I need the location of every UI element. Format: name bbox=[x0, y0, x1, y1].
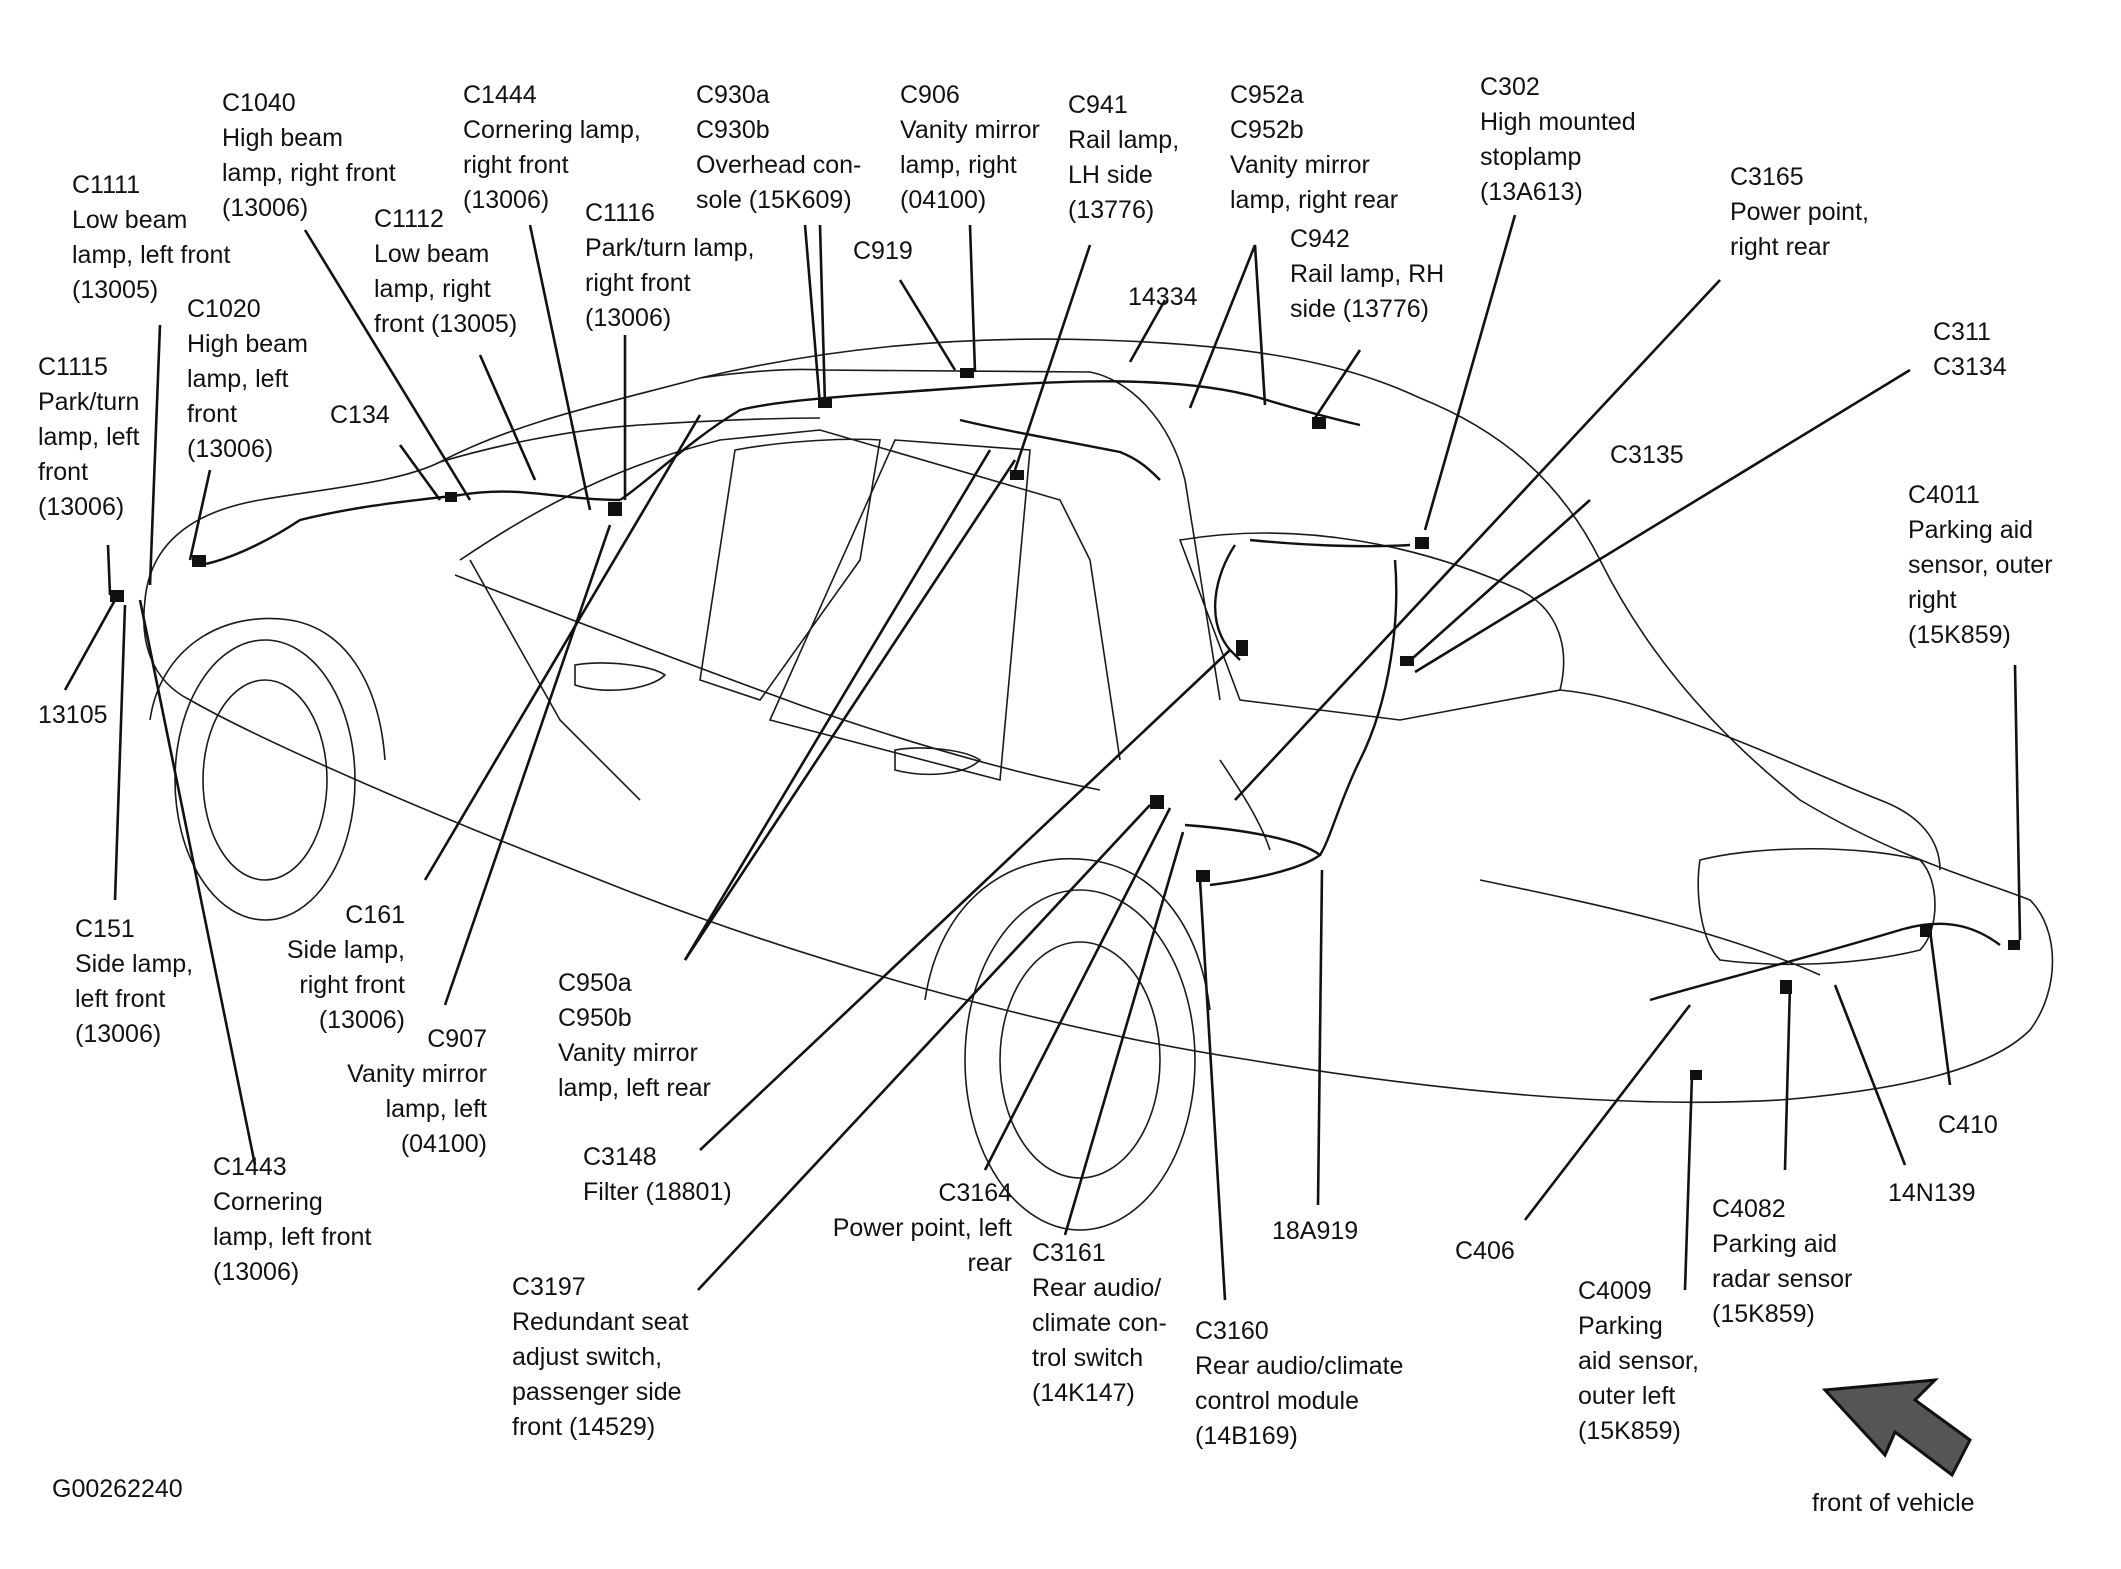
label-18a919: 18A919 bbox=[1272, 1217, 1359, 1245]
label-c134: C134 bbox=[330, 401, 390, 429]
figure-id: G00262240 bbox=[52, 1475, 183, 1503]
wiring-harness bbox=[110, 368, 2020, 1080]
label-14334: 14334 bbox=[1128, 283, 1198, 311]
label-c3135: C3135 bbox=[1610, 441, 1684, 469]
label-c406: C406 bbox=[1455, 1237, 1515, 1265]
callout-leaders bbox=[65, 215, 2020, 1300]
car-body-outline bbox=[144, 339, 2053, 1230]
front-of-vehicle-label: front of vehicle bbox=[1812, 1489, 1975, 1517]
label-c410: C410 bbox=[1938, 1111, 1998, 1139]
label-14n139: 14N139 bbox=[1888, 1179, 1976, 1207]
label-13105: 13105 bbox=[38, 701, 108, 729]
front-of-vehicle-arrow bbox=[1825, 1380, 1970, 1475]
label-c919: C919 bbox=[853, 237, 913, 265]
